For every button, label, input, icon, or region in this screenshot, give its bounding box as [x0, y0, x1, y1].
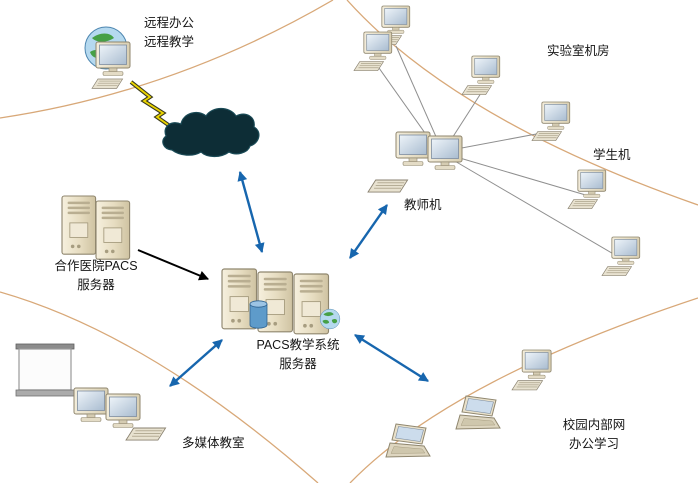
label-pacs-line1: PACS教学系统 — [256, 338, 340, 352]
desktop-computer-icon — [462, 56, 500, 95]
label-hospital-line1: 合作医院PACS — [54, 259, 138, 273]
connector-teacher-pc6 — [452, 159, 623, 260]
database-cylinder-icon — [249, 300, 268, 329]
teacher-workstation — [367, 131, 463, 193]
link-arrow-server-campus — [354, 333, 429, 383]
label-campus-line2: 办公学习 — [568, 437, 619, 451]
desktop-computer-icon — [602, 237, 640, 276]
desktop-computer-icon — [568, 170, 606, 209]
label-remote-line1: 远程办公 — [144, 16, 195, 30]
desktop-computer-icon — [532, 102, 570, 141]
globe-icon — [319, 308, 341, 330]
label-multimedia-room: 多媒体教室 — [182, 436, 245, 450]
label-student-machines: 学生机 — [593, 148, 631, 162]
pacs-teaching-servers — [221, 268, 341, 335]
link-arrow-internet-server — [237, 170, 265, 254]
monitor-icon — [105, 393, 141, 428]
multimedia-classroom — [15, 343, 167, 441]
boundary-curve-top-left — [0, 0, 334, 119]
link-arrow-server-multimedia — [169, 339, 223, 387]
monitor-icon — [73, 387, 109, 422]
monitor-icon — [95, 41, 131, 76]
projector-screen-icon — [15, 343, 75, 397]
label-teacher-machine: 教师机 — [404, 198, 442, 212]
monitor-icon — [427, 135, 463, 170]
lightning-bolt-icon — [129, 80, 179, 133]
boundary-curve-top-right — [346, 0, 698, 206]
label-campus-line1: 校园内部网 — [562, 418, 626, 432]
boundary-curve-bottom-right — [349, 297, 698, 483]
keyboard-icon — [91, 78, 124, 89]
server-tower-icon — [61, 195, 97, 255]
label-lab-room: 实验室机房 — [547, 44, 610, 58]
keyboard-icon — [367, 179, 409, 193]
keyboard-icon — [125, 427, 167, 441]
connector-teacher-pc5 — [452, 155, 590, 197]
hospital-pacs-servers — [61, 195, 131, 260]
label-pacs-system: PACS教学系统 服务器 — [246, 336, 350, 374]
link-arrow-teacher-server — [349, 204, 388, 259]
server-tower-icon — [95, 200, 131, 260]
label-hospital-pacs: 合作医院PACS 服务器 — [44, 257, 148, 295]
monitor-icon — [395, 131, 431, 166]
label-campus-intranet: 校园内部网 办公学习 — [548, 416, 640, 454]
laptop-icon — [455, 395, 501, 430]
boundary-curve-bottom-left — [0, 291, 319, 483]
campus-intranet-devices — [385, 350, 551, 458]
label-remote-office: 远程办公 远程教学 — [144, 14, 194, 52]
desktop-computer-icon — [354, 32, 392, 71]
connector-teacher-pc1 — [395, 45, 442, 149]
remote-terminal — [84, 26, 131, 89]
cloud-icon — [162, 107, 260, 158]
link-arrow-hospital-server — [137, 249, 210, 281]
connector-teacher-pc4 — [450, 131, 548, 151]
label-hospital-line2: 服务器 — [77, 278, 115, 292]
label-remote-line2: 远程教学 — [144, 35, 195, 49]
laptop-icon — [385, 423, 431, 458]
label-pacs-line2: 服务器 — [279, 357, 317, 371]
